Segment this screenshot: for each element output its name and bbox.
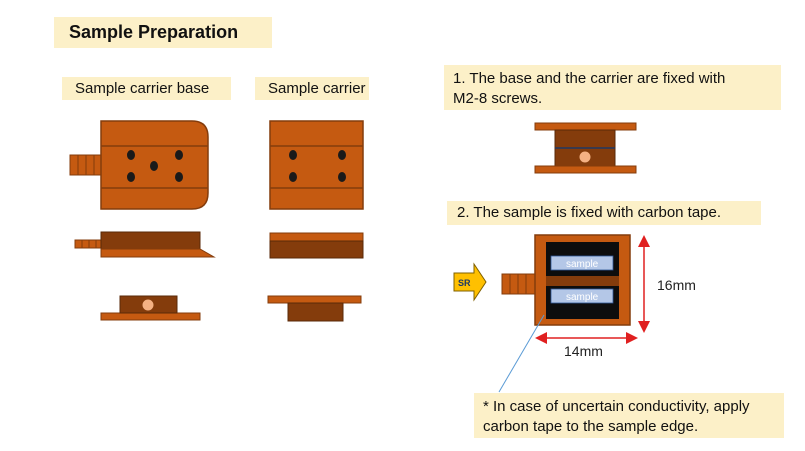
sample-mount-assembly: SR sample sample 16mm 14mm [453, 234, 696, 393]
sample-carrier-base-label: Sample carrier base [62, 77, 231, 100]
height-dimension-label: 16mm [657, 277, 696, 293]
note-pointer-line [498, 314, 545, 393]
carrier-front-view [267, 295, 362, 322]
screw-hole [175, 150, 183, 160]
screw-hole [127, 150, 135, 160]
screw-hole [338, 172, 346, 182]
assembly-screw-stub [501, 273, 537, 295]
carrier-top-view [269, 120, 364, 210]
carrier-plate [269, 120, 364, 210]
screw-hole [289, 172, 297, 182]
assembled-front-view [534, 122, 637, 174]
carrier-base-top-view [69, 120, 209, 210]
screw-hole [150, 161, 158, 171]
sample-block [550, 255, 614, 271]
warning-note-line2: carbon tape to the sample edge. [483, 418, 699, 435]
step1-note: 1. The base and the carrier are fixed wi… [444, 65, 781, 110]
screw-hole [127, 172, 135, 182]
width-dimension-label: 14mm [564, 343, 603, 359]
screw-hole [289, 150, 297, 160]
warning-note-line1: * In case of uncertain conductivity, app… [483, 398, 750, 415]
step2-note: 2. The sample is fixed with carbon tape. [447, 201, 761, 225]
screw-hole [338, 150, 346, 160]
sample-carrier-label: Sample carrier [255, 77, 369, 100]
carrier-base-front-view [100, 295, 201, 321]
sample-label: sample [566, 259, 599, 270]
sample-block [550, 288, 614, 304]
carrier-base-side-view [74, 231, 216, 258]
sr-label: SR [458, 278, 471, 288]
sample-label: sample [566, 292, 599, 303]
step1-note-line2: M2-8 screws. [453, 90, 543, 107]
warning-note: * In case of uncertain conductivity, app… [474, 393, 784, 438]
page-title: Sample Preparation [54, 17, 272, 48]
sr-arrow-icon [453, 262, 487, 302]
screw-hole [175, 172, 183, 182]
step1-note-line1: 1. The base and the carrier are fixed wi… [453, 70, 726, 87]
carrier-side-view [269, 232, 364, 259]
